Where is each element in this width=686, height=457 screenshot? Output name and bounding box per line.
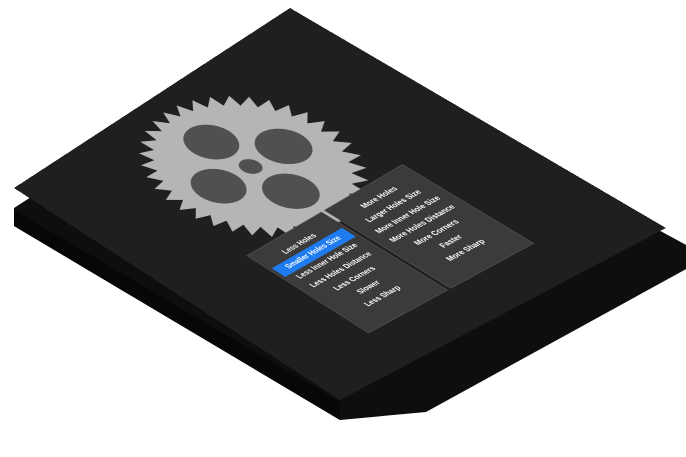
device-mockup: Less HolesSmaller Holes SizeLess Inner H… xyxy=(0,0,686,457)
